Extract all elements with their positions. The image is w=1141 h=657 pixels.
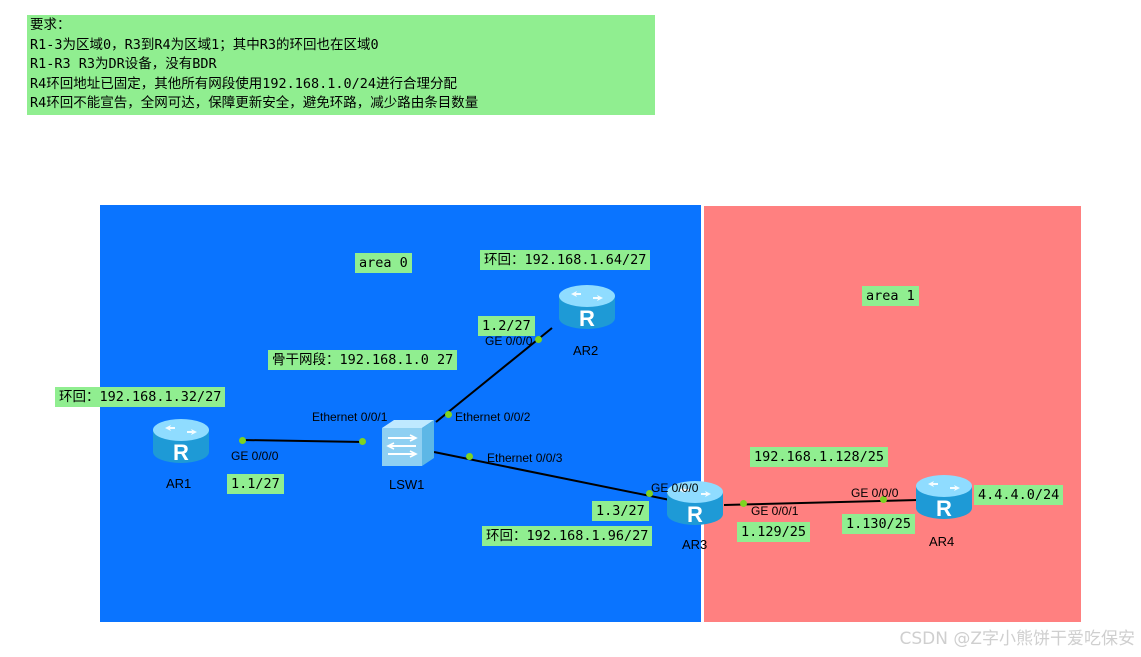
port-label-ar3-ge001: GE 0/0/1 <box>751 504 799 518</box>
router-icon: R <box>667 481 723 527</box>
router-icon: R <box>153 419 209 465</box>
port-dot <box>646 490 653 497</box>
port-label-lsw1-eth001: Ethernet 0/0/1 <box>312 410 388 424</box>
router-ar1[interactable]: R <box>151 414 211 470</box>
port-dot <box>740 500 747 507</box>
router-icon: R <box>916 475 972 521</box>
port-label-ar1-ge000: GE 0/0/0 <box>231 449 279 463</box>
router-ar4[interactable]: R <box>914 470 974 526</box>
ar3-ip2-label: 1.129/25 <box>737 522 811 542</box>
svg-text:R: R <box>687 502 703 527</box>
port-dot <box>239 437 246 444</box>
device-label-ar4: AR4 <box>929 534 955 549</box>
requirements-line: R1-R3 R3为DR设备，没有BDR <box>30 56 217 72</box>
area-0-region <box>100 205 701 622</box>
svg-text:R: R <box>173 440 189 465</box>
port-dot <box>466 453 473 460</box>
router-icon: R <box>559 285 615 331</box>
link-lsw1-ar2 <box>435 327 553 423</box>
area-0-label: area 0 <box>355 253 412 273</box>
ar2-ip-label: 1.2/27 <box>478 316 535 336</box>
ar3-ar4-network-label: 192.168.1.128/25 <box>750 447 889 467</box>
port-dot <box>880 496 887 503</box>
ar3-ip-label: 1.3/27 <box>592 501 649 521</box>
watermark: CSDN @Z字小熊饼干爱吃保安 <box>899 629 1135 649</box>
requirements-box: 要求： R1-3为区域0，R3到R4为区域1；其中R3的环回也在区域0 R1-R… <box>27 15 655 115</box>
link-lsw1-ar3 <box>433 451 671 501</box>
requirements-line: 要求： <box>30 17 71 33</box>
port-dot <box>359 438 366 445</box>
port-dot <box>535 336 542 343</box>
router-ar3[interactable]: R <box>665 476 725 532</box>
ar2-loopback-label: 环回：192.168.1.64/27 <box>480 250 651 270</box>
link-ar1-lsw1 <box>242 439 364 443</box>
area-1-region <box>704 206 1081 622</box>
switch-icon <box>382 420 434 466</box>
area-1-label: area 1 <box>862 286 919 306</box>
ar1-ip-label: 1.1/27 <box>227 474 284 494</box>
requirements-line: R4环回不能宣告，全网可达，保障更新安全，避免环路，减少路由条目数量 <box>30 95 479 111</box>
requirements-line: R4环回地址已固定，其他所有网段使用192.168.1.0/24进行合理分配 <box>30 75 458 92</box>
requirements-line: R1-3为区域0，R3到R4为区域1；其中R3的环回也在区域0 <box>30 36 379 53</box>
ar1-loopback-label: 环回：192.168.1.32/27 <box>55 387 226 407</box>
ar4-ip-label: 1.130/25 <box>842 514 916 534</box>
backbone-segment-label: 骨干网段：192.168.1.0 27 <box>268 350 458 370</box>
switch-lsw1[interactable] <box>380 418 436 468</box>
device-label-lsw1: LSW1 <box>389 477 425 492</box>
svg-text:R: R <box>579 306 595 331</box>
router-ar2[interactable]: R <box>557 280 617 336</box>
svg-text:R: R <box>936 496 952 521</box>
ar3-loopback-label: 环回：192.168.1.96/27 <box>482 526 653 546</box>
port-label-ar4-ge000: GE 0/0/0 <box>851 486 899 500</box>
port-label-lsw1-eth002: Ethernet 0/0/2 <box>455 410 531 424</box>
device-label-ar3: AR3 <box>682 537 708 552</box>
ar4-loopback-label: 4.4.4.0/24 <box>974 485 1064 505</box>
port-label-ar3-ge000: GE 0/0/0 <box>651 481 699 495</box>
device-label-ar1: AR1 <box>166 476 192 491</box>
port-dot <box>445 411 452 418</box>
port-label-lsw1-eth003: Ethernet 0/0/3 <box>487 451 563 465</box>
port-label-ar2-ge000: GE 0/0/0 <box>485 334 533 348</box>
device-label-ar2: AR2 <box>573 343 599 358</box>
